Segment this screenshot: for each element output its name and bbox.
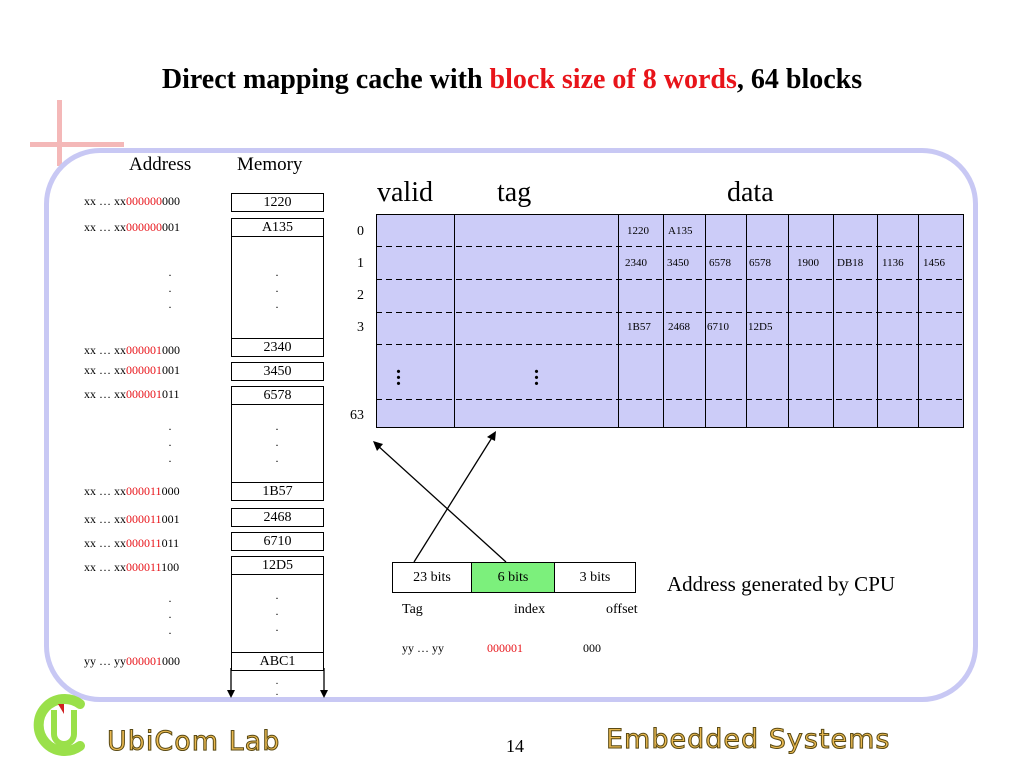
cache-row-label: 0 (357, 224, 364, 239)
address-ellipsis: ... (168, 591, 172, 637)
memory-address: xx … xx000011001 (84, 512, 180, 526)
cache-row-label: 3 (357, 320, 364, 335)
title-highlight: block size of 8 words (489, 64, 737, 95)
cache-data-cell: 1136 (882, 257, 904, 269)
memory-ellipsis: ... (275, 419, 279, 465)
memory-address: xx … xx000011011 (84, 536, 180, 550)
memory-continuation-arrows (227, 668, 328, 698)
cpu-address-caption: Address generated by CPU (667, 572, 896, 596)
memory-cell: 2468 (231, 508, 324, 527)
cache-data-cell: 6578 (709, 257, 731, 269)
footer-lab-name: UbiCom Lab (106, 726, 281, 758)
cache-data-cell: 2340 (625, 257, 647, 269)
memory-gap (231, 405, 324, 482)
mapping-arrows (373, 431, 507, 563)
memory-cell: 2340 (231, 338, 324, 357)
cache-row-label: 2 (357, 288, 364, 303)
memory-ellipsis: ... (275, 265, 279, 311)
slide-title: Direct mapping cache with block size of … (161, 64, 863, 95)
memory-ellipsis: .. (275, 676, 279, 698)
cache-data-cell: 3450 (667, 257, 689, 269)
memory-address: xx … xx000000000 (84, 194, 180, 208)
cache-data-cell: 1220 (627, 225, 649, 237)
cache-row-label: 63 (350, 408, 364, 423)
cache-grid-lines (376, 214, 964, 428)
memory-address: xx … xx000001001 (84, 363, 180, 377)
diagram-panel (44, 148, 978, 702)
offset-field-label: offset (606, 602, 638, 617)
cache-data-cell: A135 (668, 225, 693, 237)
index-bits-box: 6 bits (471, 562, 555, 593)
memory-cell: 12D5 (231, 556, 324, 575)
memory-address: xx … xx000001000 (84, 343, 180, 357)
cache-table (376, 214, 964, 428)
memory-cell: A135 (231, 218, 324, 237)
cache-data-cell: 6710 (707, 321, 729, 333)
memory-ellipsis: ... (275, 588, 279, 634)
memory-address: xx … xx000001011 (84, 387, 180, 401)
cache-data-cell: 12D5 (748, 321, 773, 333)
tag-example-value: yy … yy (402, 641, 444, 655)
address-ellipsis: ... (168, 265, 172, 311)
cache-tag-header: tag (497, 177, 532, 208)
cache-data-header: data (727, 177, 774, 208)
memory-address: xx … xx000000001 (84, 220, 180, 234)
cache-data-cell: 6578 (749, 257, 771, 269)
cache-data-cell: 1900 (797, 257, 819, 269)
cache-vertical-ellipsis: ... (534, 356, 539, 390)
memory-cell: 6578 (231, 386, 324, 405)
cache-row-label: 1 (357, 256, 364, 271)
offset-example-value: 000 (583, 641, 601, 655)
index-example-value: 000001 (487, 641, 523, 655)
memory-cell: ABC1 (231, 652, 324, 671)
address-header: Address (129, 154, 192, 175)
cache-data-cell: 2468 (668, 321, 690, 333)
memory-address: xx … xx000011000 (84, 484, 180, 498)
page-number: 14 (506, 736, 524, 756)
cache-vertical-ellipsis: ... (396, 356, 401, 390)
offset-bits-box: 3 bits (554, 562, 636, 593)
memory-cell: 6710 (231, 532, 324, 551)
memory-address: xx … xx000011100 (84, 560, 180, 574)
tag-bits-box: 23 bits (392, 562, 472, 593)
tag-field-label: Tag (402, 602, 423, 617)
corner-cross-decoration (30, 142, 124, 147)
memory-cell: 3450 (231, 362, 324, 381)
cache-data-cell: 1456 (923, 257, 945, 269)
memory-cell: 1220 (231, 193, 324, 212)
cache-data-cell: 1B57 (627, 321, 651, 333)
memory-gap (231, 237, 324, 338)
cache-data-cell: DB18 (837, 257, 864, 269)
corner-cross-decoration-vertical (57, 100, 62, 166)
memory-header: Memory (237, 154, 303, 175)
memory-gap (231, 575, 324, 652)
footer-course-name: Embedded Systems (605, 724, 891, 756)
index-field-label: index (514, 602, 546, 617)
cache-valid-header: valid (377, 177, 433, 208)
ubicom-logo-icon (33, 694, 85, 756)
address-ellipsis: ... (168, 419, 172, 465)
memory-address: yy … yy000001000 (84, 654, 180, 668)
memory-cell: 1B57 (231, 482, 324, 501)
